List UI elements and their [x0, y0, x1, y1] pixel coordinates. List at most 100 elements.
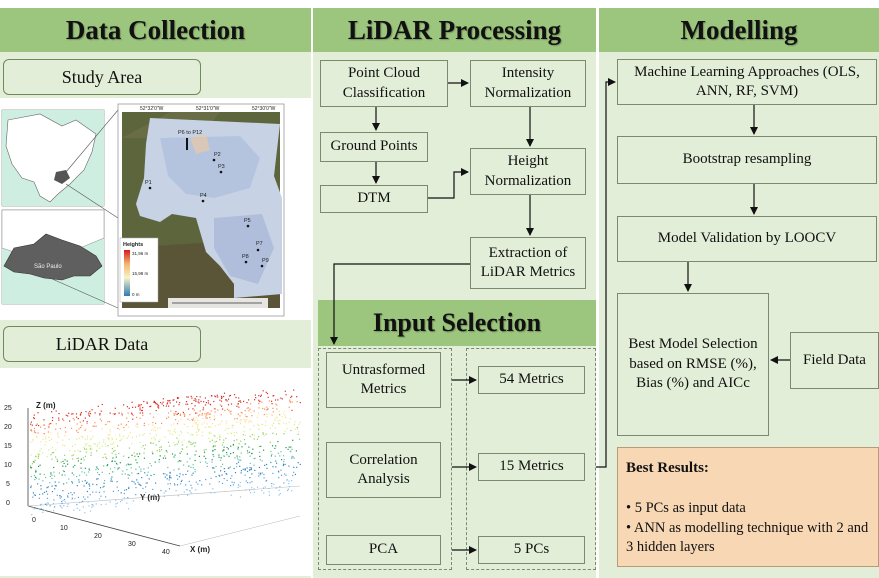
cloud-point [64, 435, 66, 437]
cloud-point [214, 449, 216, 451]
cloud-point [61, 507, 63, 509]
cloud-point [224, 471, 226, 473]
cloud-point [219, 436, 221, 438]
cloud-point [214, 408, 216, 410]
cloud-point [283, 410, 286, 412]
cloud-point [61, 502, 63, 505]
cloud-point [240, 440, 242, 442]
cloud-point [172, 399, 174, 401]
cloud-point [195, 422, 197, 424]
cloud-point [68, 438, 70, 441]
cloud-point [71, 494, 73, 496]
cloud-point [108, 421, 111, 423]
cloud-point [92, 491, 94, 493]
cloud-point [95, 503, 97, 505]
cloud-point [275, 445, 277, 447]
cloud-point [183, 439, 185, 441]
cloud-point [62, 439, 64, 441]
cloud-point [197, 401, 199, 403]
cloud-point [288, 483, 290, 485]
cloud-point [253, 488, 255, 490]
cloud-point [277, 420, 279, 422]
cloud-point [98, 491, 100, 493]
cloud-point [67, 496, 69, 498]
cloud-point [158, 461, 160, 463]
cloud-point [156, 450, 158, 452]
cloud-point [164, 473, 166, 475]
cloud-point [163, 492, 165, 494]
cloud-point [282, 422, 285, 424]
cloud-point [127, 426, 130, 428]
cloud-point [212, 454, 214, 456]
cloud-point [213, 400, 215, 403]
cloud-point [55, 449, 57, 451]
cloud-point [85, 445, 87, 447]
cloud-point [232, 444, 234, 447]
cloud-point [33, 430, 35, 432]
cloud-point [259, 400, 261, 402]
cloud-point [118, 467, 121, 469]
cloud-point [64, 445, 66, 447]
cloud-point [166, 451, 168, 453]
cloud-point [128, 487, 130, 489]
cloud-point [211, 467, 214, 469]
cloud-point [186, 489, 188, 491]
cloud-point [226, 427, 228, 429]
cloud-point [187, 432, 189, 434]
cloud-point [113, 446, 115, 448]
cloud-point [86, 481, 88, 483]
cloud-point [185, 473, 187, 475]
cloud-point [226, 473, 228, 475]
cloud-point [182, 411, 184, 413]
input-right-group [466, 348, 596, 570]
cloud-point [213, 419, 215, 421]
cloud-point [197, 430, 200, 432]
cloud-point [249, 462, 251, 464]
cloud-point [109, 468, 112, 470]
cloud-point [115, 499, 117, 501]
cloud-point [126, 502, 128, 504]
cloud-point [82, 436, 84, 438]
cloud-point [153, 436, 155, 438]
cloud-point [237, 446, 239, 448]
cloud-point [114, 467, 116, 469]
cloud-point [216, 437, 218, 439]
point-cloud-points [30, 389, 302, 516]
cloud-point [190, 443, 192, 446]
header-input-selection: Input Selection [318, 300, 596, 346]
cloud-point [147, 471, 149, 473]
cloud-point [159, 455, 161, 457]
cloud-point [188, 480, 190, 482]
cloud-point [271, 414, 273, 416]
cloud-point [180, 460, 182, 462]
cloud-point [152, 416, 155, 418]
cloud-point [92, 483, 94, 485]
cloud-point [228, 409, 230, 412]
cloud-point [239, 496, 242, 498]
cloud-point [88, 488, 91, 490]
cloud-point [239, 465, 241, 467]
cloud-point [162, 401, 164, 403]
cloud-point [228, 455, 230, 457]
box-field-data: Field Data [790, 332, 879, 389]
cloud-point [154, 439, 156, 441]
cloud-point [286, 479, 288, 481]
cloud-point [258, 424, 260, 427]
cloud-point [51, 411, 53, 413]
cloud-point [85, 448, 88, 450]
cloud-point [76, 507, 79, 509]
cloud-point [112, 413, 114, 415]
box-correlation-analysis: Correlation Analysis [326, 442, 441, 498]
cloud-point [139, 441, 141, 443]
cloud-point [253, 458, 255, 460]
cloud-point [256, 416, 259, 418]
cloud-point [285, 474, 287, 476]
cloud-point [40, 488, 42, 490]
cloud-point [273, 483, 275, 485]
cloud-point [190, 433, 192, 436]
lidar-data-label: LiDAR Data [3, 326, 201, 362]
cloud-point [42, 480, 44, 482]
cloud-point [38, 478, 40, 480]
cloud-point [197, 483, 199, 485]
cloud-point [217, 396, 219, 398]
